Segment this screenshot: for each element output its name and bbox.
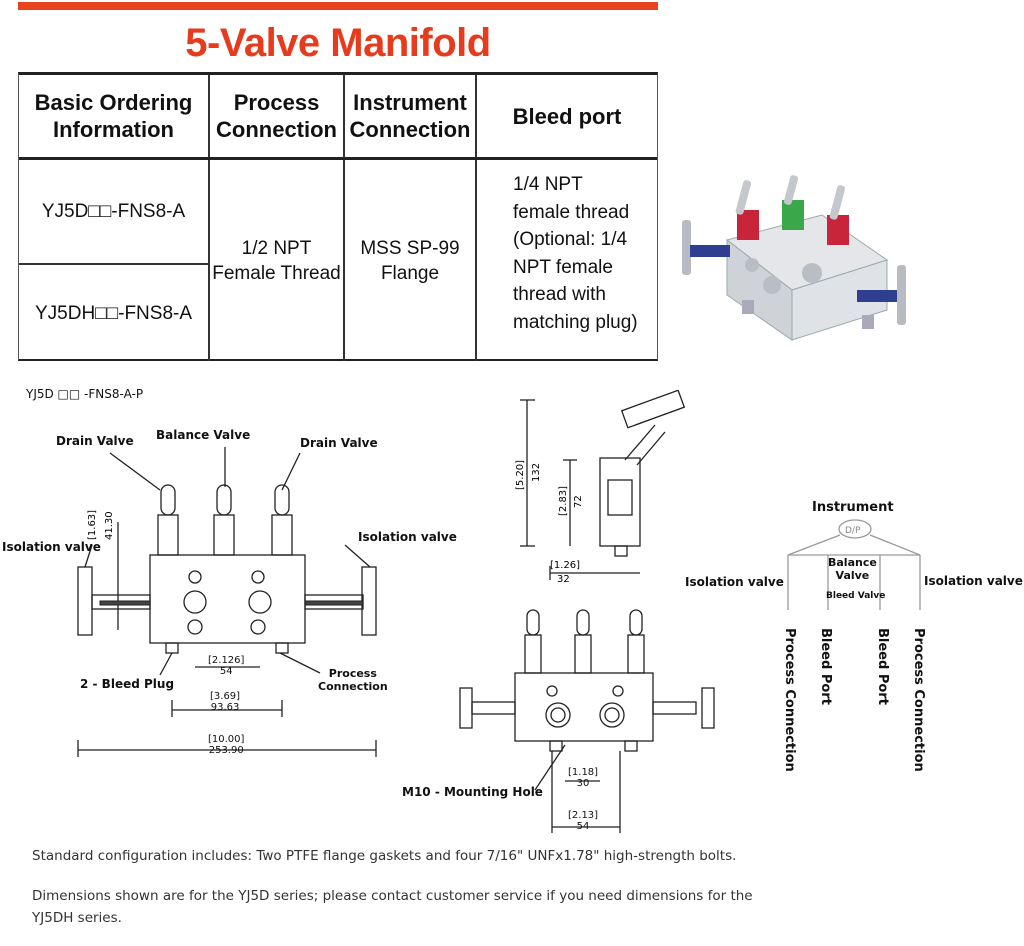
svg-text:132: 132 [531,463,542,482]
front-view-drawing: [1.63] 41.30 [77,447,377,757]
ordering-code-yj5dh: YJ5DH□□-FNS8-A [34,302,193,324]
label-isolation-valve-left: Isolation valve [2,540,101,554]
svg-text:41.30: 41.30 [104,511,115,540]
bleed-port-value: 1/4 NPT female thread (Optional: 1/4 NPT… [513,174,638,333]
title-accent-bar [18,2,658,10]
table-col-divider [475,75,477,361]
side-view-drawing: [5.20] 132 [2.83] 72 [1.26] 32 [515,390,685,585]
dim-54: [2.126]54 [208,655,245,677]
schematic-bleed-left: Bleed Port [818,628,833,705]
svg-text:[2.83]: [2.83] [558,486,569,516]
label-bleed-plug: 2 - Bleed Plug [80,677,175,691]
svg-text:D/P: D/P [845,526,861,536]
page-title: 5-Valve Manifold [185,21,491,65]
schematic-bleed-right: Bleed Port [875,628,890,705]
svg-text:[1.63]: [1.63] [87,510,98,540]
valve-schematic: D/P [787,519,921,610]
label-drain-valve-left: Drain Valve [56,434,134,448]
label-isolation-valve-right: Isolation valve [358,530,457,544]
table-header-divider [19,157,657,160]
schematic-process-right: Process Connection [911,628,926,772]
table-col-divider [208,75,210,361]
svg-text:[5.20]: [5.20] [515,460,526,490]
svg-text:[1.26]: [1.26] [550,560,580,571]
bottom-view-drawing [459,609,715,833]
schematic-instrument: Instrument [812,500,894,515]
note-dimensions-line1: Dimensions shown are for the YJ5D series… [32,888,753,904]
header-bleed-port: Bleed port [512,103,622,129]
schematic-bleed-valve: Bleed Valve [826,591,886,601]
schematic-process-left: Process Connection [782,628,797,772]
label-mounting-hole: M10 - Mounting Hole [402,785,543,799]
ordering-code-yj5d: YJ5D□□-FNS8-A [41,201,186,222]
table-col-divider [343,75,345,361]
label-drain-valve-right: Drain Valve [300,436,378,450]
label-balance-valve: Balance Valve [156,428,251,442]
note-standard-configuration: Standard configuration includes: Two PTF… [32,848,737,864]
dim-93: [3.69]93.63 [210,691,241,713]
schematic-isolation-right: Isolation valve [924,574,1023,588]
svg-text:72: 72 [573,495,584,508]
dim-54-bottom: [2.13]54 [568,810,599,832]
manifold-product-image [682,175,906,341]
schematic-isolation-left: Isolation valve [685,575,784,589]
model-code-label: YJ5D □□ -FNS8-A-P [26,387,144,401]
table-row-divider [19,263,209,265]
dim-253: [10.00]253.90 [208,734,245,756]
dim-30: [1.18]30 [568,767,599,789]
label-process-connection: Process Connection [318,667,388,693]
svg-text:32: 32 [557,574,570,585]
note-dimensions-line2: YJ5DH series. [32,910,122,926]
